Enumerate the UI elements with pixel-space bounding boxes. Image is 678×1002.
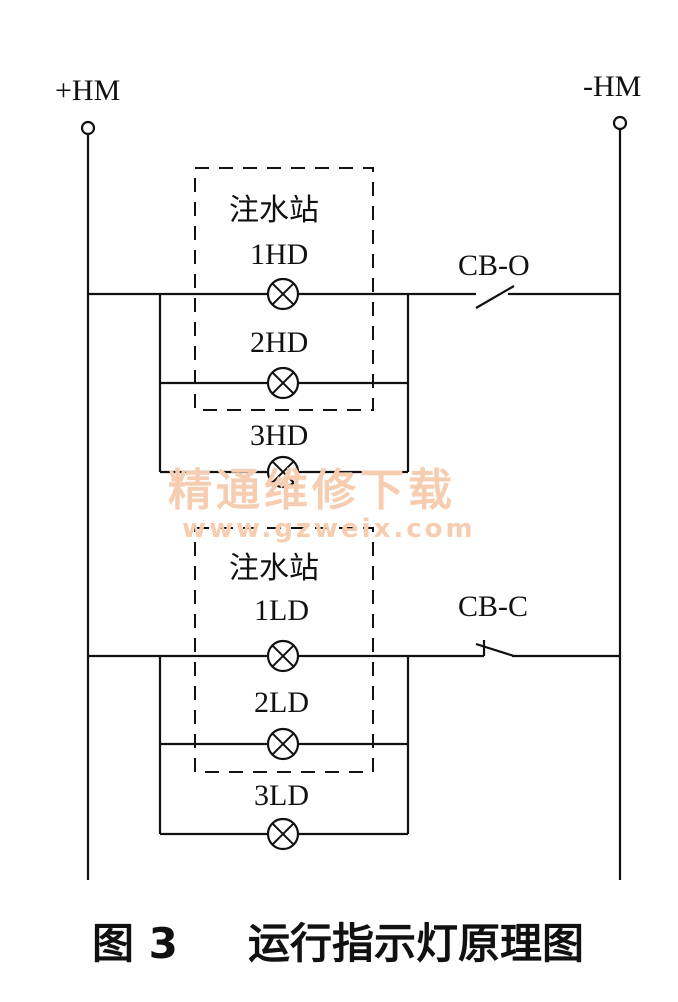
watermark-url: www.gzweix.com [182,514,476,544]
closing-station-label: 注水站 [229,551,319,586]
lamp-3hd-icon [266,455,300,489]
positive-rail-label: +HM [55,74,120,107]
negative-rail-label: -HM [583,70,641,103]
closing-indicator-group: 注水站 CB-C 1LD 2LD 3LD [88,527,620,851]
closing-station-box [194,527,374,773]
figure-title: 运行指示灯原理图 [248,919,584,968]
lamp-2ld-label: 2LD [254,686,309,719]
lamp-3hd-label: 3HD [250,419,308,452]
closing-switch-contact [475,642,515,658]
lamp-1ld-icon [266,639,300,673]
lamp-1ld-label: 1LD [254,594,309,627]
lamp-3ld-label: 3LD [254,779,309,812]
opening-switch-contact [475,285,515,309]
opening-indicator-group: 注水站 CB-O 1HD 2HD 3HD [88,167,620,489]
opening-switch-label: CB-O [458,249,530,282]
lamp-1hd-label: 1HD [250,238,308,271]
opening-station-box [194,167,374,411]
closing-switch-label: CB-C [458,590,528,623]
lamp-2hd-label: 2HD [250,326,308,359]
lamp-2ld-icon [266,727,300,761]
positive-terminal [80,120,96,136]
figure-number: 图 3 [92,919,178,968]
watermark-text: 精通维修下载 [168,465,456,516]
opening-station-label: 注水站 [229,193,319,228]
lamp-2hd-icon [266,366,300,400]
lamp-1hd-icon [266,277,300,311]
negative-terminal [612,115,628,131]
caption-background [0,880,678,1002]
lamp-3ld-icon [266,817,300,851]
